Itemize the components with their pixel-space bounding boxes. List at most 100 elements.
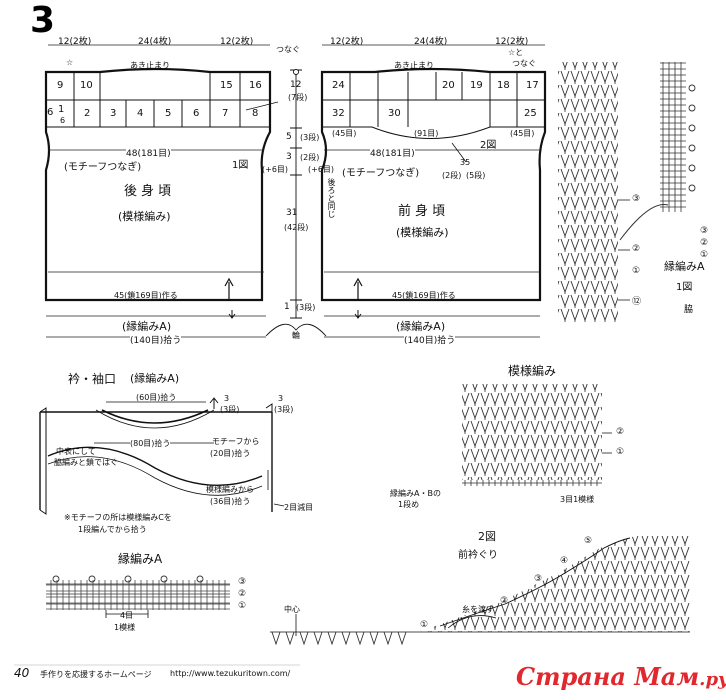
pattern-stitch-row1: ① — [616, 447, 625, 457]
front-motif: 19 — [470, 80, 483, 91]
front-motif: 17 — [526, 80, 539, 91]
collar-from-border-n: (36目)拾う — [210, 497, 251, 506]
neckline-row4: ④ — [560, 556, 569, 566]
back-motif: 3 — [110, 108, 117, 119]
back-motif-sub: 6 — [60, 116, 66, 125]
back-title: 後身頃 — [124, 184, 176, 199]
collar-rows-sub: (3段) — [220, 405, 240, 414]
back-motif: 10 — [80, 80, 93, 91]
back-border: (縁編みA) — [122, 320, 172, 333]
front-mid-count: (91目) — [414, 129, 439, 138]
collar-rows-r: 3 — [278, 394, 284, 403]
front-motif: 24 — [332, 80, 345, 91]
back-inc: (+6目) — [262, 165, 289, 174]
front-width: 48(181目) — [370, 146, 415, 159]
center-top-rows: (7段) — [288, 93, 308, 102]
center-wa: 輪 — [292, 331, 300, 340]
front-pick: (140目)拾う — [404, 333, 456, 346]
collar-pick60: (60目)拾う — [136, 393, 177, 402]
side-chart-side: 脇 — [684, 305, 694, 315]
side-chart-label-r: ③ — [700, 226, 709, 236]
back-width: 48(181目) — [126, 146, 171, 159]
front-star: ☆と — [508, 48, 524, 57]
front-left-count: (45目) — [332, 129, 357, 138]
collar-from-motif-n: (20目)拾う — [210, 449, 251, 458]
back-motif: 6 — [47, 107, 54, 118]
collar-note2: 1段編んでから拾う — [78, 525, 147, 534]
neckline-center: 中心 — [284, 605, 300, 614]
center-m3: 3 — [286, 152, 292, 162]
front-right-count: (45目) — [510, 129, 535, 138]
neckline-subtitle: 前衿ぐり — [458, 550, 498, 561]
back-dim-right: 12(2枚) — [220, 37, 254, 47]
front-neck-rows-c: (2段) — [442, 171, 462, 180]
center-bot: 1 — [284, 302, 290, 312]
back-pick: (140目)拾う — [130, 333, 182, 346]
back-motif: 5 — [165, 108, 172, 119]
border-a-repeat-n: 4目 — [120, 611, 134, 620]
neckline-row1: ① — [420, 620, 429, 630]
center-top: 12 — [290, 80, 302, 90]
border-a-row2: ② — [238, 589, 247, 599]
center-m3-rows: (2段) — [300, 153, 320, 162]
pattern-stitch-row2: ② — [616, 427, 625, 437]
collar-note1: ※モチーフの所は模様編みCを — [64, 513, 172, 522]
pattern-stitch-title: 模様編み — [508, 364, 557, 378]
pattern-stitch-chart — [462, 384, 612, 486]
front-pattern: (模様編み) — [396, 226, 449, 239]
pattern-stitch-bottom-label: 縁編みA・Bの — [390, 489, 441, 498]
front-motif: 30 — [388, 108, 401, 119]
front-inc: (+6目) — [308, 165, 335, 174]
collar-rows-r-sub: (3段) — [274, 405, 294, 414]
center-measure — [265, 69, 327, 337]
back-hem: 45(鎖169目)作る — [114, 291, 178, 300]
center-mid: 5 — [286, 132, 292, 142]
side-chart-fig: 1図 — [676, 282, 693, 293]
footer-text: 手作りを応援するホームページ — [40, 670, 152, 679]
front-motif: 18 — [497, 80, 510, 91]
watermark-text: Страна Мам — [516, 662, 700, 691]
front-neck-rows-b: (5段) — [466, 171, 486, 180]
front-neck-rows-a: 35 — [460, 158, 471, 167]
front-connect-note: つなぐ — [512, 59, 536, 68]
collar-center-note2: 脇編みと鎖ではぐ — [54, 458, 118, 467]
back-connect-note: つなぐ — [276, 45, 300, 54]
front-motif: 32 — [332, 108, 345, 119]
back-motif: 4 — [137, 108, 144, 119]
neckline-chart — [270, 536, 690, 646]
neckline-row5: ⑤ — [584, 536, 593, 546]
collar-border: (縁編みA) — [130, 372, 180, 385]
back-motif: 7 — [222, 108, 229, 119]
back-connect: (モチーフつなぎ) — [64, 162, 142, 173]
watermark-suffix: .ру — [699, 669, 726, 690]
border-a-title: 縁編みA — [118, 552, 163, 566]
side-chart — [558, 62, 696, 322]
border-a-chart — [46, 575, 230, 618]
pattern-stitch-bottom-label2: 1段め — [398, 500, 420, 509]
side-chart-label: ① — [632, 266, 641, 276]
border-a-row1: ① — [238, 601, 247, 611]
side-chart-label: ② — [632, 244, 641, 254]
back-motif: 9 — [57, 80, 64, 91]
collar-dec: 2目減目 — [284, 503, 314, 512]
collar-pick80: (80目)拾う — [130, 438, 171, 449]
border-a-row3: ③ — [238, 577, 247, 587]
back-motif: 15 — [220, 80, 233, 91]
side-chart-label-r: ② — [700, 238, 709, 248]
center-body: 31 — [286, 208, 298, 218]
back-motif: 1 — [58, 104, 65, 115]
back-body-piece — [44, 44, 279, 338]
collar-rows: 3 — [224, 394, 230, 403]
back-dim-center: 24(4枚) — [138, 37, 172, 47]
footer-url[interactable]: http://www.tezukuritown.com/ — [170, 669, 291, 678]
side-chart-label-r: ① — [700, 250, 709, 260]
front-body-piece — [320, 44, 547, 338]
center-body-rows: (42段) — [284, 223, 309, 232]
neckline-thread: 糸を渡す — [462, 605, 494, 614]
back-motif: 2 — [84, 108, 91, 119]
back-fig: 1図 — [232, 160, 249, 171]
side-chart-name: 縁編みA — [664, 260, 705, 273]
front-motif: 25 — [524, 108, 537, 119]
collar-center-note: 中表にして — [56, 447, 96, 456]
front-fig: 2図 — [480, 140, 497, 151]
